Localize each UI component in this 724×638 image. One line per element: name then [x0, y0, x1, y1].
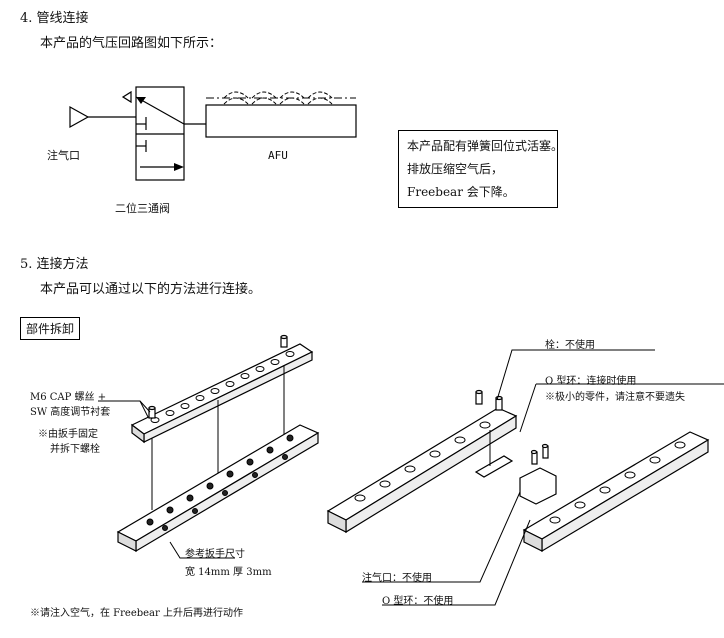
disassembly-tag: 部件拆卸 [20, 317, 81, 340]
bolt-label-1: M6 CAP 螺丝 + [30, 392, 107, 403]
small-parts-note: ※极小的零件，请注意不要遗失 [545, 392, 685, 403]
info-box: 本产品配有弹簧回位式活塞。 排放压缩空气后， Freebear 会下降。 [398, 130, 564, 208]
footer-note: ※请注入空气，在 Freebear 上升后再进行动作 [30, 608, 243, 619]
bolt-label-2: SW 高度调节衬套 [30, 407, 111, 418]
section-5-intro: 本产品可以通过以下的方法进行连接。 [40, 282, 262, 297]
afu-label: AFU [268, 149, 288, 162]
wrench-note-2: 并拆下螺栓 [50, 444, 100, 455]
valve-label: 二位三通阀 [115, 202, 170, 215]
section-5-title: 5. 连接方法 [20, 257, 89, 272]
inlet-triangle-icon [69, 105, 90, 129]
section-4-title: 4. 管线连接 [20, 11, 89, 26]
info-line-3: Freebear 会下降。 [407, 185, 515, 199]
info-line-2: 排放压缩空气后， [407, 162, 504, 176]
oring-unused-label: O 型环：不使用 [382, 596, 454, 607]
oring-used-label: O 型环：连接时使用 [545, 376, 637, 387]
section-4-intro: 本产品的气压回路图如下所示： [40, 36, 223, 51]
inlet-unused-label: 注气口：不使用 [362, 573, 432, 584]
afu-body [205, 104, 357, 138]
wrench-size-value: 宽 14mm 厚 3mm [185, 567, 272, 578]
wrench-size-label: 参考扳手尺寸 [185, 549, 245, 560]
info-line-1: 本产品配有弹簧回位式活塞。 [407, 139, 564, 153]
plug-label: 栓：不使用 [545, 340, 595, 351]
inlet-label: 注气口 [47, 149, 80, 162]
wrench-note-1: ※由扳手固定 [38, 429, 98, 440]
